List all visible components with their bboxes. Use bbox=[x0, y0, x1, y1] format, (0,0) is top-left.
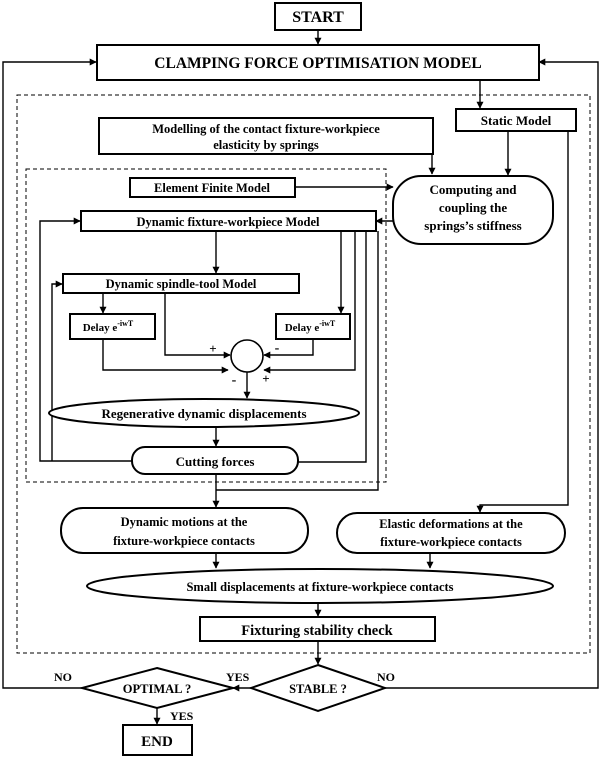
optimal-yes-label: YES bbox=[170, 709, 194, 723]
start-label: START bbox=[292, 9, 344, 26]
dynamic-motions-label-line2: fixture-workpiece contacts bbox=[113, 534, 255, 548]
cutting-forces-label: Cutting forces bbox=[176, 454, 255, 469]
delay-left-node: Delay e-iwT bbox=[69, 313, 156, 340]
small-displacements-label: Small displacements at fixture-workpiece… bbox=[186, 580, 453, 594]
computing-stiffness-label-line1: Computing and bbox=[429, 182, 517, 197]
end-label: END bbox=[141, 734, 173, 750]
stable-yes-label: YES bbox=[226, 670, 250, 684]
summing-junction: + - - + bbox=[209, 339, 280, 388]
modelling-elasticity-label-line1: Modelling of the contact fixture-workpie… bbox=[152, 122, 380, 136]
regenerative-displacements-node: Regenerative dynamic displacements bbox=[48, 398, 360, 428]
dynamic-fixture-workpiece-node: Dynamic fixture-workpiece Model bbox=[80, 210, 377, 232]
element-finite-model-label: Element Finite Model bbox=[154, 181, 270, 195]
dynamic-spindle-tool-node: Dynamic spindle-tool Model bbox=[62, 273, 300, 294]
outer-dashed-frame bbox=[16, 94, 591, 654]
delay-left-exponent: -iwT bbox=[117, 319, 134, 328]
clamping-force-model-label: CLAMPING FORCE OPTIMISATION MODEL bbox=[154, 55, 481, 72]
optimal-decision-label: OPTIMAL ? bbox=[123, 682, 191, 696]
small-displacements-node: Small displacements at fixture-workpiece… bbox=[86, 568, 554, 604]
clamping-force-model-node: CLAMPING FORCE OPTIMISATION MODEL bbox=[96, 44, 540, 81]
delay-right-exponent: -iwT bbox=[319, 319, 336, 328]
stable-decision-label: STABLE ? bbox=[289, 682, 347, 696]
computing-stiffness-label-line2: coupling the bbox=[439, 200, 507, 215]
dynamic-motions-label-line1: Dynamic motions at the bbox=[121, 515, 248, 529]
stable-no-label: NO bbox=[377, 670, 395, 684]
optimal-no-label: NO bbox=[54, 670, 72, 684]
junction-sign-minus-right: - bbox=[275, 341, 280, 356]
regenerative-displacements-label: Regenerative dynamic displacements bbox=[101, 406, 306, 421]
computing-stiffness-node: Computing and coupling the springs’s sti… bbox=[392, 175, 554, 245]
modelling-elasticity-label-line2: elasticity by springs bbox=[213, 138, 319, 152]
optimal-decision-node: OPTIMAL ? bbox=[78, 666, 237, 710]
static-model-label: Static Model bbox=[481, 113, 552, 128]
junction-sign-plus-top: + bbox=[209, 341, 216, 356]
dynamic-spindle-tool-label: Dynamic spindle-tool Model bbox=[106, 277, 257, 291]
end-node: END bbox=[122, 724, 193, 756]
fixturing-stability-label: Fixturing stability check bbox=[241, 623, 393, 639]
cutting-forces-node: Cutting forces bbox=[131, 446, 299, 475]
elastic-deformations-label-line2: fixture-workpiece contacts bbox=[380, 535, 522, 549]
start-node: START bbox=[274, 2, 362, 31]
computing-stiffness-label-line3: springs’s stiffness bbox=[424, 218, 521, 233]
junction-sign-minus-bottom: - bbox=[232, 373, 237, 388]
delay-left-text: Delay e bbox=[83, 322, 118, 334]
element-finite-model-node: Element Finite Model bbox=[129, 177, 296, 198]
dynamic-fixture-workpiece-label: Dynamic fixture-workpiece Model bbox=[136, 215, 320, 229]
delay-right-text: Delay e bbox=[285, 322, 320, 334]
delay-right-node: Delay e-iwT bbox=[275, 313, 351, 340]
delay-left-label: Delay e-iwT bbox=[83, 319, 134, 334]
static-model-node: Static Model bbox=[455, 108, 577, 132]
modelling-elasticity-node: Modelling of the contact fixture-workpie… bbox=[98, 117, 434, 155]
dynamic-motions-node: Dynamic motions at the fixture-workpiece… bbox=[60, 507, 309, 554]
fixturing-stability-node: Fixturing stability check bbox=[199, 616, 436, 642]
delay-right-label: Delay e-iwT bbox=[285, 319, 336, 334]
elastic-deformations-node: Elastic deformations at the fixture-work… bbox=[336, 512, 566, 554]
junction-sign-plus-bottom: + bbox=[262, 371, 269, 386]
elastic-deformations-label-line1: Elastic deformations at the bbox=[379, 517, 523, 531]
stable-decision-node: STABLE ? bbox=[247, 663, 389, 713]
